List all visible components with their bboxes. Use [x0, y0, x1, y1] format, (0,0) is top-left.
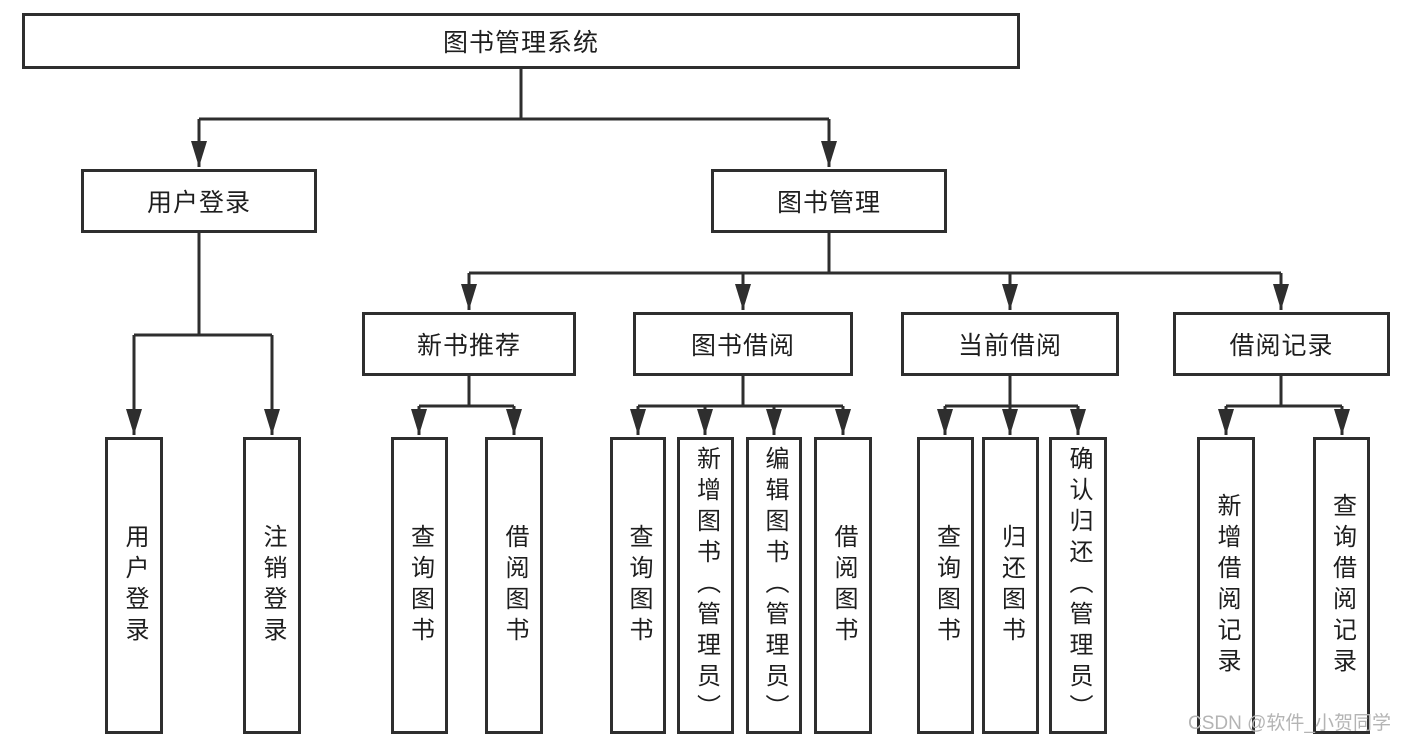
leaf-logout-label: 注销登录 — [259, 523, 286, 648]
node-new-book-recommend: 新书推荐 — [362, 312, 576, 376]
leaf-query-borrow-record: 查询借阅记录 — [1313, 437, 1370, 734]
leaf-borrow-books: 借阅图书 — [814, 437, 872, 734]
leaf-return-books-label: 归还图书 — [997, 523, 1025, 648]
node-book-borrow: 图书借阅 — [633, 312, 853, 376]
leaf-add-borrow-record: 新增借阅记录 — [1197, 437, 1255, 734]
leaf-edit-book-admin-label: 编辑图书（管理员） — [761, 446, 788, 725]
watermark: CSDN @软件_小贺同学 — [1188, 713, 1391, 734]
leaf-query-borrow-record-label: 查询借阅记录 — [1328, 492, 1356, 679]
leaf-add-borrow-record-label: 新增借阅记录 — [1213, 492, 1240, 679]
leaf-query-books-borrow: 查询图书 — [610, 437, 666, 734]
node-book-management: 图书管理 — [711, 169, 947, 233]
leaf-borrow-books-label: 借阅图书 — [830, 523, 857, 648]
leaf-add-book-admin-label: 新增图书（管理员） — [692, 446, 720, 725]
node-book-management-label: 图书管理 — [776, 189, 881, 217]
leaf-query-books-borrow-label: 查询图书 — [625, 523, 652, 648]
leaf-borrow-books-recommend-label: 借阅图书 — [501, 523, 528, 648]
node-user-login: 用户登录 — [81, 169, 317, 233]
node-user-login-label: 用户登录 — [146, 189, 251, 217]
leaf-query-books-current-label: 查询图书 — [932, 523, 960, 648]
node-borrow-records-label: 借阅记录 — [1229, 332, 1334, 360]
leaf-query-books-recommend: 查询图书 — [391, 437, 448, 734]
leaf-return-books: 归还图书 — [982, 437, 1039, 734]
node-book-borrow-label: 图书借阅 — [690, 332, 795, 360]
leaf-user-login-label: 用户登录 — [121, 523, 148, 648]
leaf-user-login: 用户登录 — [105, 437, 163, 734]
leaf-confirm-return-admin: 确认归还（管理员） — [1049, 437, 1107, 734]
node-current-borrow-label: 当前借阅 — [957, 332, 1062, 360]
node-current-borrow: 当前借阅 — [901, 312, 1119, 376]
leaf-edit-book-admin: 编辑图书（管理员） — [746, 437, 802, 734]
leaf-logout: 注销登录 — [243, 437, 301, 734]
leaf-confirm-return-admin-label: 确认归还（管理员） — [1065, 446, 1092, 725]
leaf-add-book-admin: 新增图书（管理员） — [677, 437, 734, 734]
leaf-query-books-current: 查询图书 — [917, 437, 974, 734]
node-borrow-records: 借阅记录 — [1173, 312, 1390, 376]
leaf-query-books-recommend-label: 查询图书 — [406, 523, 434, 648]
leaf-borrow-books-recommend: 借阅图书 — [485, 437, 543, 734]
node-root-label: 图书管理系统 — [442, 29, 599, 57]
node-root: 图书管理系统 — [22, 13, 1020, 69]
node-new-book-recommend-label: 新书推荐 — [416, 332, 521, 360]
